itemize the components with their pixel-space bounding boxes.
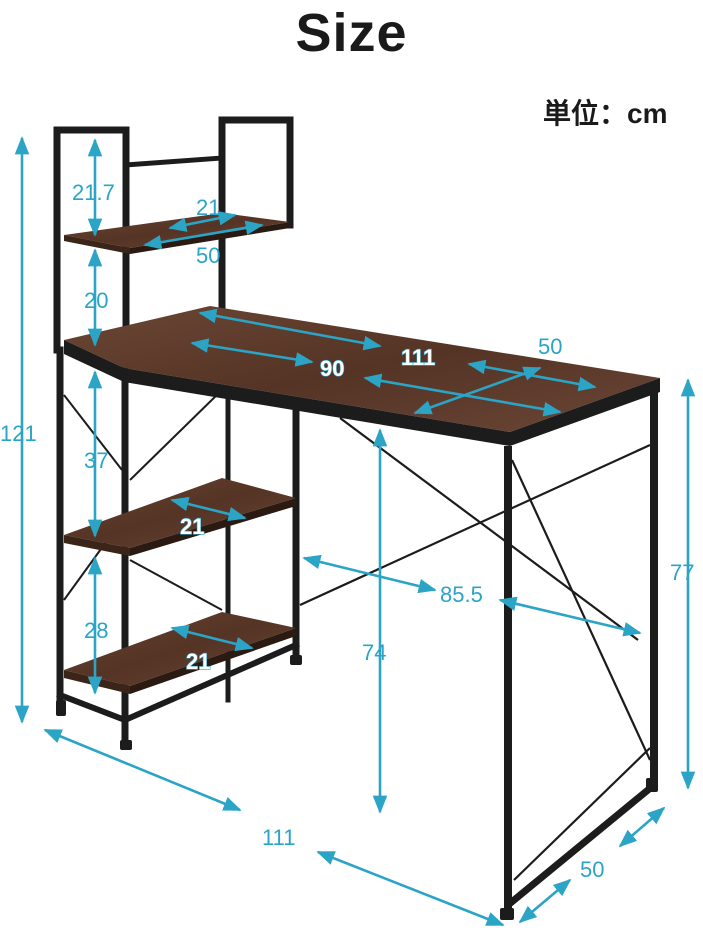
desk-cross-brace — [299, 417, 651, 881]
label-desk-height: 77 — [670, 560, 694, 585]
shelf-top — [64, 213, 290, 254]
label-shelf-mid-depth: 21 — [180, 514, 204, 539]
label-desktop-width: 111 — [401, 345, 435, 370]
unit-label: 単位：cm — [543, 98, 668, 129]
label-shelf-low-depth: 21 — [186, 649, 210, 674]
label-desktop-depth: 50 — [538, 334, 562, 359]
label-shelf-top-depth: 21 — [196, 195, 220, 220]
label-base-depth: 50 — [580, 857, 604, 882]
label-shelf-gap-3: 37 — [84, 448, 108, 473]
dimension-lines — [14, 136, 696, 927]
page-title: Size — [295, 3, 408, 63]
label-shelf-gap-2: 20 — [84, 288, 108, 313]
label-total-height: 121 — [0, 421, 37, 446]
desk-frame — [504, 392, 658, 910]
label-desktop-inner-width: 90 — [320, 356, 344, 381]
label-shelf-top-height: 21.7 — [72, 180, 115, 205]
label-base-width: 111 — [262, 825, 295, 850]
label-shelf-gap-4: 28 — [84, 618, 108, 643]
label-leg-clearance-width: 85.5 — [440, 582, 483, 607]
dimension-labels: 121 21.7 20 37 28 21 50 21 21 111 90 50 … — [0, 180, 694, 882]
label-shelf-top-width: 50 — [196, 243, 220, 268]
desktop-surface — [64, 306, 660, 446]
label-leg-clearance-height: 74 — [362, 640, 386, 665]
